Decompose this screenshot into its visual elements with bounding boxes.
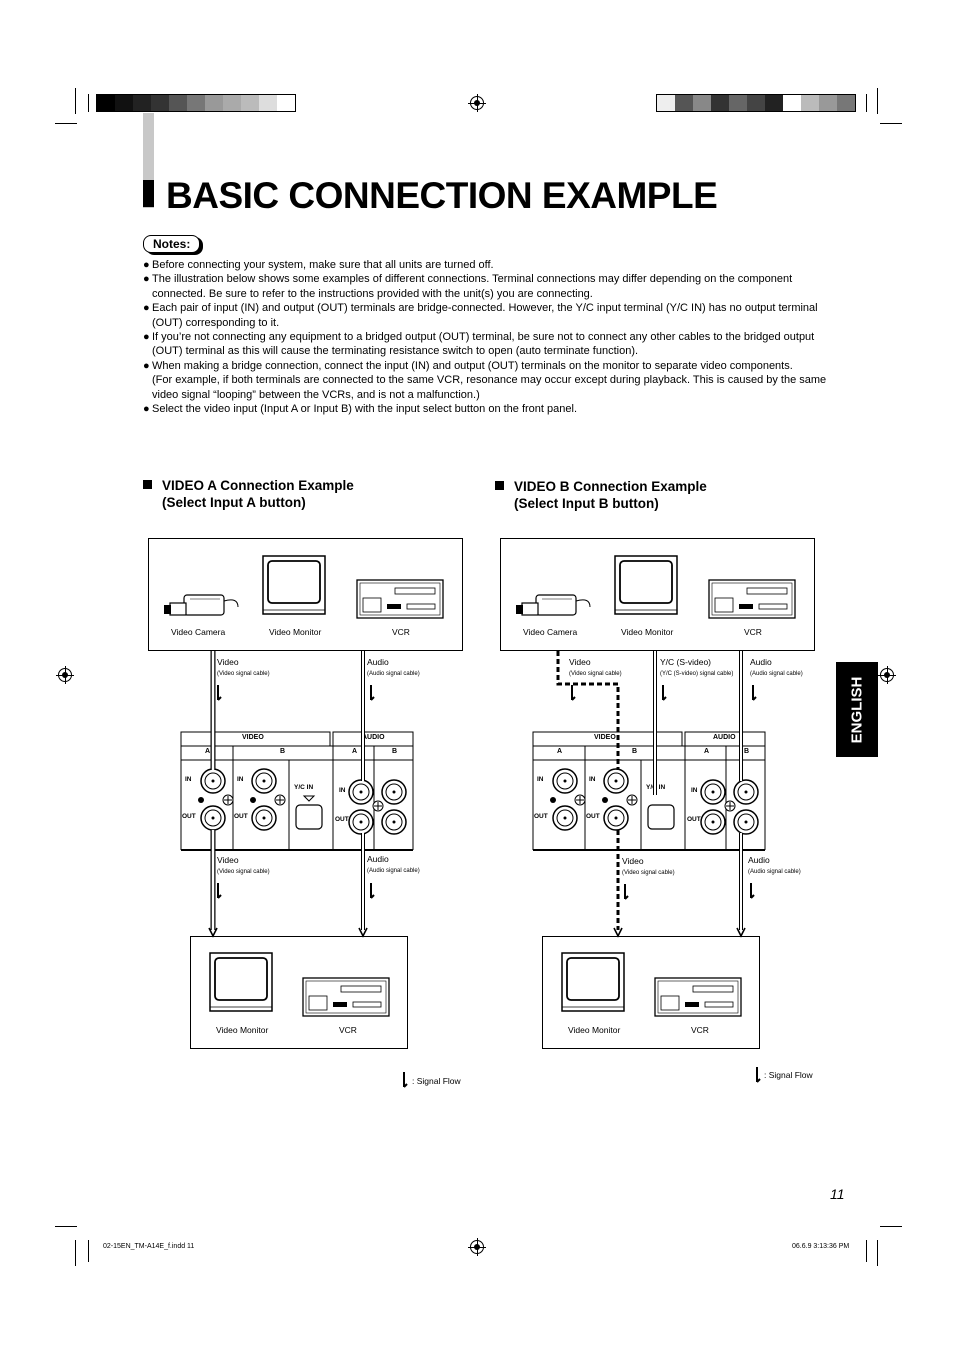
panel-label: OUT: [234, 813, 248, 820]
panel-label: IN: [589, 776, 596, 783]
panel-label: B: [392, 748, 398, 755]
registration-mark-icon: [56, 666, 74, 684]
crop-mark: [880, 1226, 902, 1227]
cable-label: Video: [622, 856, 644, 866]
crop-mark: [75, 88, 76, 114]
crop-mark: [55, 123, 77, 124]
cable-label: (Video signal cable): [217, 671, 270, 677]
registration-mark-icon: [468, 94, 486, 112]
crop-mark: [88, 94, 89, 112]
cable-label: (Video signal cable): [569, 671, 622, 677]
title-marker: [143, 180, 154, 207]
crop-mark: [88, 1240, 89, 1262]
panel-label: AUDIO: [713, 734, 736, 741]
panel-label: IN: [185, 776, 192, 783]
panel-label: Y/C IN: [294, 784, 314, 791]
panel-label: B: [744, 748, 750, 755]
cable-label: Audio: [367, 854, 389, 864]
vcr-label: VCR: [744, 627, 762, 637]
section-a-heading: VIDEO A Connection Example (Select Input…: [143, 477, 354, 511]
crop-mark: [866, 1240, 867, 1262]
panel-label: A: [205, 748, 211, 755]
crop-mark: [55, 1226, 77, 1227]
cable-label: Video: [217, 657, 239, 667]
english-language-tab: ENGLISH: [836, 662, 878, 757]
panel-label: VIDEO: [242, 734, 264, 741]
cable-label: (Video signal cable): [622, 870, 675, 876]
cable-label: Audio: [367, 657, 389, 667]
panel-label: OUT: [586, 813, 600, 820]
registration-mark-icon: [468, 1238, 486, 1256]
cable-label: Audio: [750, 657, 772, 667]
panel-label: OUT: [182, 813, 196, 820]
footer-file-info: 02-15EN_TM-A14E_f.indd 11: [103, 1243, 195, 1250]
cable-label: (Audio signal cable): [367, 671, 420, 677]
panel-label: A: [557, 748, 563, 755]
note-item: ●If you’re not connecting any equipment …: [143, 331, 815, 358]
note-item: ●Before connecting your system, make sur…: [143, 259, 494, 271]
panel-label: IN: [237, 776, 244, 783]
note-item: ●The illustration below shows some examp…: [143, 273, 793, 300]
note-item: ●Each pair of input (IN) and output (OUT…: [143, 302, 818, 329]
signal-flow-legend: : Signal Flow: [764, 1070, 813, 1080]
panel-label: IN: [537, 776, 544, 783]
source-devices-box-a: [148, 538, 463, 651]
vcr-label: VCR: [392, 627, 410, 637]
note-item: ●Select the video input (Input A or Inpu…: [143, 403, 577, 416]
note-item: ●When making a bridge connection, connec…: [143, 359, 827, 401]
cable-label: Video: [569, 657, 591, 667]
panel-label: A: [352, 748, 358, 755]
panel-label: OUT: [534, 813, 548, 820]
crop-mark: [75, 1240, 76, 1266]
cable-label: (Audio signal cable): [748, 869, 801, 875]
cable-label: Video: [217, 855, 239, 865]
destination-devices-box-b: [542, 936, 760, 1049]
video-monitor-label: Video Monitor: [621, 627, 674, 637]
registration-mark-icon: [878, 666, 896, 684]
panel-label: VIDEO: [594, 734, 616, 741]
cable-label: (Video signal cable): [217, 869, 270, 875]
cable-label: (Audio signal cable): [750, 671, 803, 677]
source-devices-box-b: [500, 538, 815, 651]
crop-mark: [866, 94, 867, 112]
video-monitor-label: Video Monitor: [216, 1025, 269, 1035]
crop-mark: [880, 123, 902, 124]
cable-label: Audio: [748, 855, 770, 865]
title-tab: [143, 113, 154, 208]
panel-label: B: [280, 748, 286, 755]
cable-label: Y/C (S-video): [660, 657, 712, 667]
cable-label: (Audio signal cable): [367, 868, 420, 874]
signal-flow-legend: : Signal Flow: [412, 1076, 461, 1086]
crop-mark: [877, 1240, 878, 1266]
notes-list: ●Before connecting your system, make sur…: [143, 258, 828, 416]
panel-label: A: [704, 748, 710, 755]
page-title: BASIC CONNECTION EXAMPLE: [166, 175, 718, 216]
section-b-heading: VIDEO B Connection Example (Select Input…: [495, 478, 707, 512]
panel-label: B: [632, 748, 638, 755]
video-monitor-label: Video Monitor: [568, 1025, 621, 1035]
video-camera-label: Video Camera: [523, 627, 578, 637]
panel-label: IN: [339, 787, 346, 794]
page-number: 11: [830, 1186, 845, 1202]
footer-timestamp: 06.6.9 3:13:36 PM: [792, 1243, 850, 1250]
panel-label: OUT: [687, 816, 701, 823]
notes-badge: Notes:: [143, 235, 201, 253]
vcr-label: VCR: [691, 1025, 709, 1035]
cable-label: (Y/C (S-video) signal cable): [660, 671, 734, 677]
destination-devices-box-a: [190, 936, 408, 1049]
video-monitor-label: Video Monitor: [269, 627, 322, 637]
color-bar-left: [96, 94, 296, 112]
panel-label: OUT: [335, 816, 349, 823]
panel-label: AUDIO: [362, 734, 385, 741]
panel-label: IN: [691, 787, 698, 794]
color-bar-right: [656, 94, 856, 112]
crop-mark: [877, 88, 878, 114]
vcr-label: VCR: [339, 1025, 357, 1035]
video-camera-label: Video Camera: [171, 627, 226, 637]
